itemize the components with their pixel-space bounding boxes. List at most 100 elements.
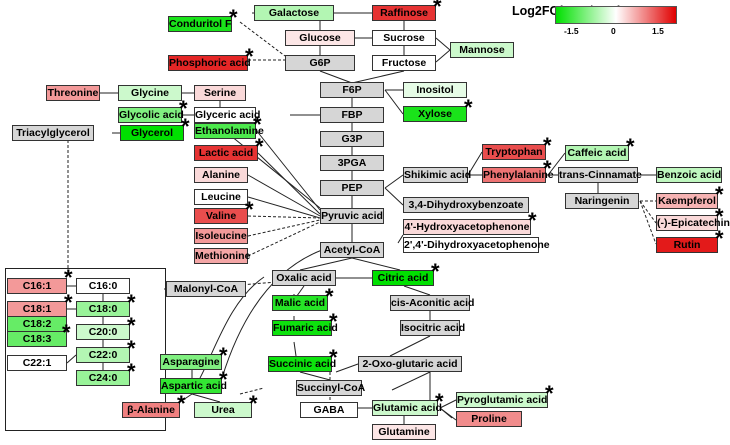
metabolite-c18-3: C18:3 <box>7 331 67 347</box>
edge <box>435 37 451 51</box>
metabolite-isoleucine: Isoleucine <box>194 228 248 244</box>
edge <box>389 335 431 357</box>
metabolite-phenylalanine: Phenylalanine <box>482 167 554 183</box>
edge <box>351 70 405 84</box>
significance-star: * <box>127 359 136 384</box>
metabolite-hydroxyacetophenone: 4'-Hydroxyacetophenone <box>403 219 531 235</box>
significance-star: * <box>127 336 136 361</box>
edge <box>247 219 321 237</box>
metabolite-g3p: G3P <box>320 131 384 147</box>
significance-star: * <box>464 95 473 120</box>
metabolite-fumaric: Fumaric acid <box>272 320 338 336</box>
metabolite-c24-0: C24:0 <box>76 370 130 386</box>
metabolite-f6p: F6P <box>320 82 384 98</box>
metabolite-isocitric: Isocitric acid <box>400 320 466 336</box>
metabolite-glyceric: Glyceric acid <box>194 107 261 123</box>
metabolite-threonine: Threonine <box>46 85 100 101</box>
significance-star: * <box>229 5 238 30</box>
significance-star: * <box>181 114 190 139</box>
metabolite-glutamine: Glutamine <box>372 424 436 440</box>
significance-star: * <box>177 391 186 416</box>
metabolite-succinic: Succinic acid <box>268 356 337 372</box>
metabolite-c20-0: C20:0 <box>76 324 130 340</box>
edge <box>397 234 404 244</box>
significance-star: * <box>127 313 136 338</box>
metabolite-methionine: Methionine <box>194 248 251 264</box>
edge <box>335 363 359 373</box>
significance-star: * <box>433 0 442 19</box>
significance-star: * <box>64 265 73 290</box>
metabolite-c22-1: C22:1 <box>7 355 67 371</box>
edge <box>247 215 321 219</box>
metabolite-proline: Proline <box>456 411 522 427</box>
edge <box>384 174 404 189</box>
edge <box>391 371 431 391</box>
significance-star: * <box>255 134 264 159</box>
metabolite-acetylcoa: Acetyl-CoA <box>320 242 384 258</box>
edge <box>547 152 566 176</box>
metabolite-kaempferol: Kaempferol <box>656 193 718 209</box>
significance-star: * <box>249 391 258 416</box>
edge <box>435 49 451 63</box>
significance-star: * <box>543 133 552 158</box>
edge <box>247 196 321 219</box>
metabolite-betaalanine: β-Alanine <box>122 402 180 418</box>
edge <box>257 152 321 215</box>
metabolite-triacylglycerol: Triacylglycerol <box>12 125 94 141</box>
metabolite-c16-1: C16:1 <box>7 278 67 294</box>
metabolite-naringenin: Naringenin <box>565 193 639 209</box>
metabolite-pga3: 3PGA <box>320 155 384 171</box>
metabolite-galactose: Galactose <box>254 5 334 21</box>
edge <box>467 151 483 176</box>
edge <box>66 354 77 364</box>
metabolite-valine: Valine <box>194 208 248 224</box>
edge <box>403 285 431 296</box>
significance-star: * <box>219 367 228 392</box>
metabolite-raffinose: Raffinose <box>372 5 436 21</box>
significance-star: * <box>325 284 334 309</box>
metabolite-c22-0: C22:0 <box>76 347 130 363</box>
legend-tick-high: 1.5 <box>652 26 664 36</box>
fatty-acid-group-box <box>5 268 166 431</box>
metabolite-c16-0: C16:0 <box>76 278 130 294</box>
edge <box>351 257 401 271</box>
metabolite-xylose: Xylose <box>403 106 467 122</box>
significance-star: * <box>179 96 188 121</box>
metabolite-malonylcoa: Malonyl-CoA <box>166 281 246 297</box>
edge <box>255 129 321 211</box>
significance-star: * <box>245 197 254 222</box>
metabolite-shikimic: Shikimic acid <box>403 167 472 183</box>
metabolite-pyroglutamic: Pyroglutamic acid <box>456 392 548 408</box>
metabolite-c18-2: C18:2 <box>7 316 67 332</box>
significance-star: * <box>715 204 724 229</box>
edge <box>639 200 657 224</box>
metabolite-glycolic: Glycolic acid <box>118 107 184 123</box>
edge <box>439 399 457 409</box>
edge <box>247 174 321 217</box>
metabolite-ethanolamine: Ethanolamine <box>194 123 264 139</box>
significance-star: * <box>219 343 228 368</box>
edge <box>319 70 353 84</box>
edge <box>299 257 353 271</box>
edge <box>239 21 286 57</box>
legend-tick-low: -1.5 <box>564 26 579 36</box>
metabolite-citric: Citric acid <box>372 270 434 286</box>
legend-gradient-bar <box>555 6 677 24</box>
edge <box>384 187 404 206</box>
metabolite-malic: Malic acid <box>272 295 328 311</box>
significance-star: * <box>545 381 554 406</box>
metabolite-glutamic: Glutamic acid <box>372 400 442 416</box>
metabolite-succinylcoa: Succinyl-CoA <box>296 380 366 396</box>
edge <box>384 89 404 115</box>
metabolite-tryptophan: Tryptophan <box>482 144 546 160</box>
edge <box>191 393 221 403</box>
metabolite-aspartic: Aspartic acid <box>160 378 227 394</box>
significance-star: * <box>62 320 71 345</box>
significance-star: * <box>435 389 444 414</box>
metabolite-glucose: Glucose <box>285 30 355 46</box>
metabolite-lactic: Lactic acid <box>194 145 258 161</box>
edge <box>239 387 265 395</box>
metabolite-rutin: Rutin <box>656 237 718 253</box>
metabolite-conduritol: Conduritol F <box>168 16 232 32</box>
metabolite-phosphoric: Phosphoric acid <box>168 55 251 71</box>
